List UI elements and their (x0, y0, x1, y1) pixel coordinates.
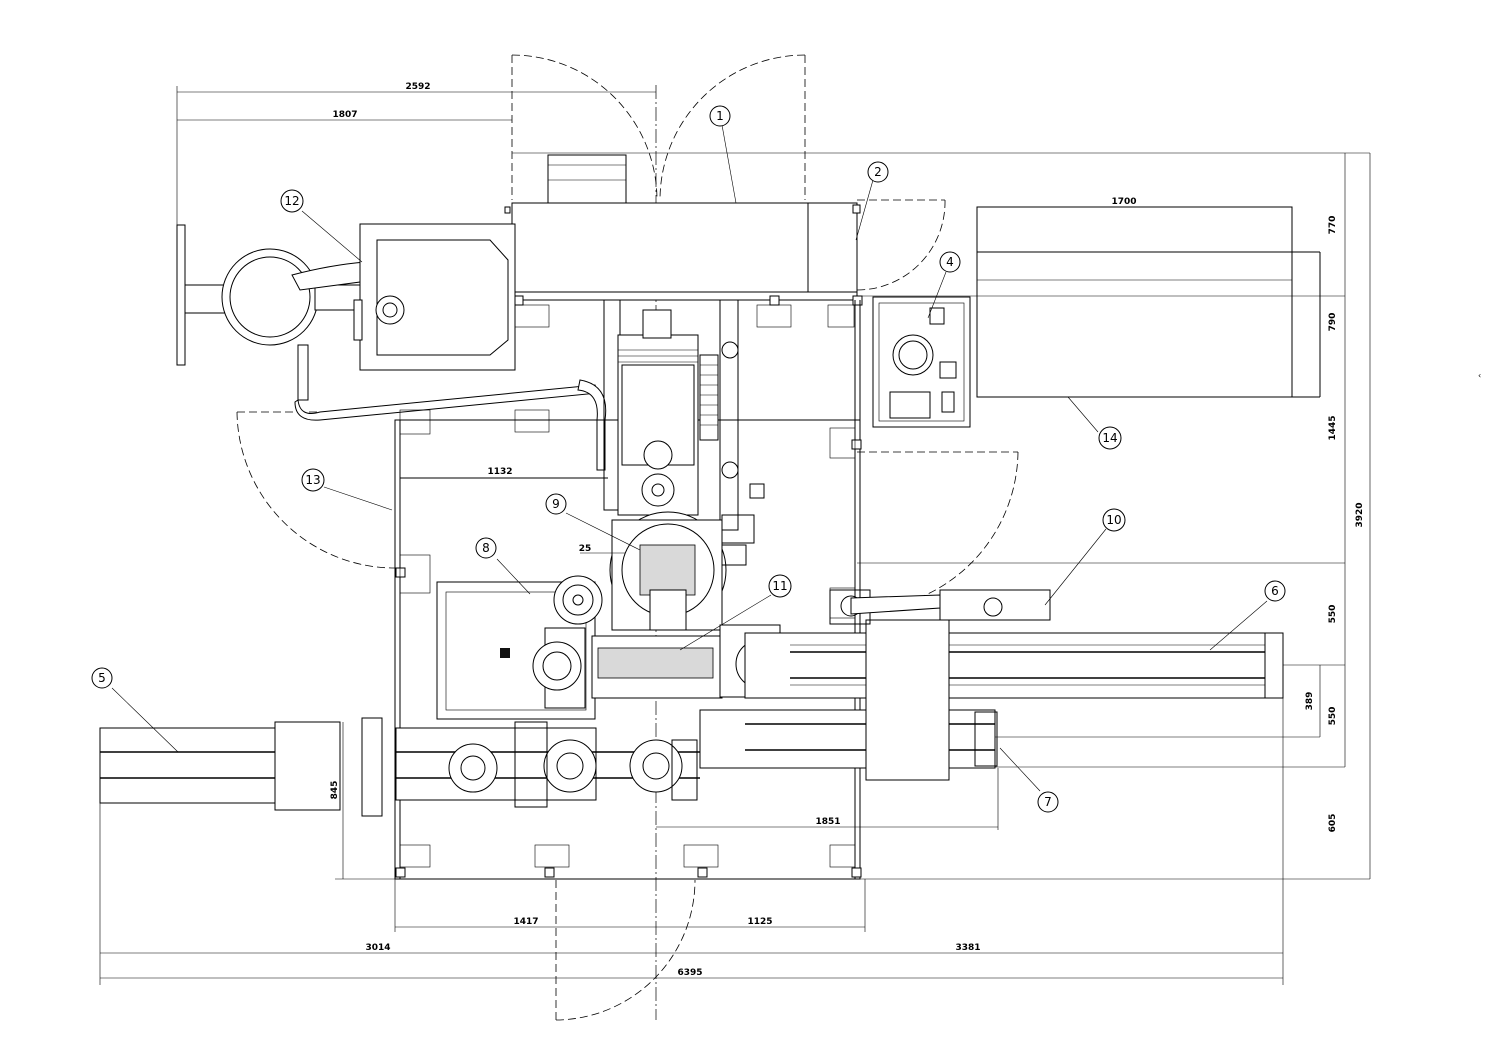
callout-4-circle (939, 251, 961, 273)
dim-1417: 1417 (513, 917, 538, 927)
dimension-labels: 2592 1807 1700 770 790 1445 3920 1132 25… (330, 82, 1365, 978)
callout-11-circle (768, 574, 792, 598)
callout-12-circle (280, 189, 304, 213)
callouts: 1 2 4 5 6 7 8 9 10 11 12 13 14 (91, 105, 1286, 813)
mounting-plate (436, 575, 603, 720)
dim-25: 25 (579, 544, 592, 554)
callout-14-circle (1098, 426, 1122, 450)
dim-1700: 1700 (1111, 197, 1136, 207)
dim-1125: 1125 (747, 917, 772, 927)
callout-10-circle (1102, 508, 1126, 532)
callout-7: 7 (1044, 795, 1052, 809)
dim-1132: 1132 (487, 467, 512, 477)
control-cabinet (872, 296, 971, 428)
callout-10: 10 (1106, 513, 1121, 527)
callout-13: 13 (305, 473, 320, 487)
dim-550-lower: 550 (1328, 707, 1338, 726)
callout-4: 4 (946, 255, 954, 269)
dim-1807: 1807 (332, 110, 357, 120)
callout-7-circle (1037, 791, 1059, 813)
dim-770: 770 (1328, 216, 1338, 235)
top-drive-unit (504, 154, 863, 306)
dimension-lines (99, 86, 1371, 985)
callout-1: 1 (716, 109, 724, 123)
callout-14: 14 (1102, 431, 1117, 445)
central-spindle-unit (603, 299, 765, 631)
callout-11: 11 (772, 579, 787, 593)
callout-5: 5 (98, 671, 106, 685)
callout-1-circle (709, 105, 731, 127)
callout-9-circle (545, 493, 567, 515)
edge-mark: ‹ (1478, 371, 1481, 380)
dim-6395: 6395 (677, 968, 702, 978)
dim-3381: 3381 (955, 943, 980, 953)
lower-conveyor (99, 709, 998, 817)
dim-605: 605 (1328, 814, 1338, 833)
dim-2592: 2592 (405, 82, 430, 92)
door-swing-arcs (236, 54, 1019, 1021)
pump-assembly (176, 223, 607, 471)
dim-845: 845 (330, 781, 340, 800)
callout-13-circle (301, 468, 325, 492)
upper-conveyor (532, 624, 1284, 709)
callout-2-circle (867, 161, 889, 183)
side-table (976, 206, 1321, 398)
callout-6-circle (1264, 580, 1286, 602)
dim-3014: 3014 (365, 943, 390, 953)
callout-2: 2 (874, 165, 882, 179)
callout-8: 8 (482, 541, 490, 555)
callout-9: 9 (552, 497, 560, 511)
callout-12: 12 (284, 194, 299, 208)
callout-6: 6 (1271, 584, 1279, 598)
dim-790: 790 (1328, 313, 1338, 332)
callout-8-circle (475, 537, 497, 559)
dim-1851: 1851 (815, 817, 840, 827)
dim-3920: 3920 (1355, 502, 1365, 527)
dim-550-upper: 550 (1328, 605, 1338, 624)
dim-389: 389 (1305, 692, 1315, 711)
slide-unit (829, 589, 1051, 781)
dim-1445: 1445 (1328, 415, 1338, 440)
callout-5-circle (91, 667, 113, 689)
